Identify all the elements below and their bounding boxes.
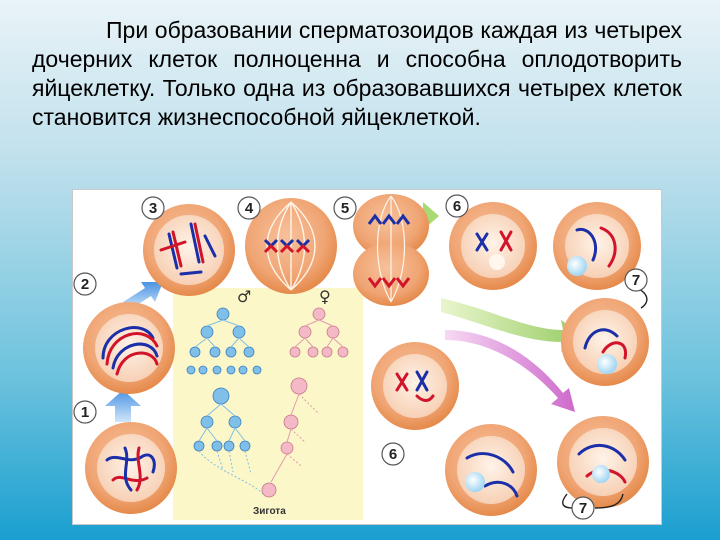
- cell-stage-4: [245, 198, 337, 294]
- meiosis-figure: 1 2 3 4 5 6 6 7 7 ♂ ♀ Зигота: [72, 189, 662, 525]
- pedigree-female: [261, 307, 349, 498]
- cell-bottom-middle: [445, 424, 537, 516]
- stage-label-1: 1: [81, 404, 89, 421]
- cell-stage-6-middle: [371, 342, 459, 430]
- arrow-7-bottom: [562, 493, 574, 509]
- slide-paragraph: При образовании сперматозоидов каждая из…: [32, 17, 682, 130]
- cell-right-top: [553, 202, 641, 290]
- cell-stage-3: [143, 204, 235, 296]
- zygote-label: Зигота: [253, 506, 286, 517]
- pink-arrow: [445, 330, 575, 412]
- blue-arrow-up: [105, 390, 141, 422]
- cell-stage-6-top: [449, 202, 537, 290]
- meiosis-diagram: 1 2 3 4 5 6 6 7 7 ♂ ♀ Зигота: [73, 194, 649, 520]
- cell-bottom-right: [557, 416, 649, 508]
- stage-label-2: 2: [81, 276, 89, 293]
- female-symbol: ♀: [319, 287, 331, 306]
- stage-label-6-bottom: 6: [389, 446, 397, 463]
- cell-right-middle: [561, 298, 649, 386]
- stage-labels: 1 2 3 4 5 6 6 7 7: [73, 194, 648, 520]
- arrow-7-bottom-2: [594, 493, 624, 509]
- cell-stage-5: [353, 194, 429, 306]
- cell-stage-1: [85, 422, 177, 514]
- stage-label-3: 3: [149, 200, 157, 217]
- cell-stage-2: [83, 302, 175, 394]
- stage-label-7-bottom: 7: [579, 500, 587, 517]
- pedigree-male-lines: [194, 319, 264, 495]
- stage-label-5: 5: [341, 200, 349, 217]
- pedigree-female-lines: [270, 319, 344, 483]
- stage-label-7-top: 7: [632, 272, 640, 289]
- green-arrow: [441, 298, 585, 352]
- stage-label-6-top: 6: [453, 198, 461, 215]
- stage-label-4: 4: [245, 200, 254, 217]
- male-symbol: ♂: [237, 287, 251, 306]
